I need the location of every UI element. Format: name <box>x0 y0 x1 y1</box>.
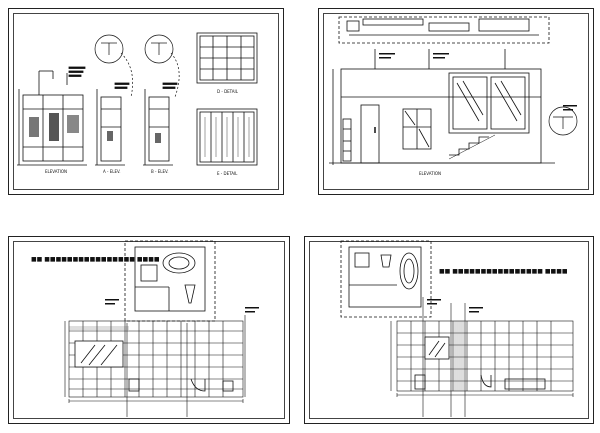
detail-callout-2 <box>144 34 180 98</box>
sheet-4-frame <box>309 241 589 419</box>
label-bars-2 <box>427 299 483 313</box>
annotation-leaders <box>379 53 449 59</box>
mirror <box>74 340 124 368</box>
elevation-label-main: ELEVATION <box>419 171 441 176</box>
drawing-sheet-4[interactable]: ■■ ■■■■■■■■■■■■■■■■ ■■■■ <box>304 236 594 424</box>
sheet-2-frame <box>323 13 589 190</box>
detail-label-d: D - DETAIL <box>217 89 239 94</box>
detail-callout-3 <box>548 105 578 136</box>
elevation-label-1: ELEVATION <box>45 169 67 174</box>
bathroom-plan <box>124 240 216 322</box>
elevation-label-b: B - ELEV. <box>151 169 169 174</box>
plan-strip <box>338 16 550 44</box>
detail-label-e: E - DETAIL <box>217 171 238 176</box>
dimension-line <box>64 321 244 403</box>
section-a-elevation <box>95 82 130 166</box>
fixtures <box>128 378 234 392</box>
window-grid-panel <box>196 32 258 84</box>
drawing-sheet-1[interactable]: ELEVATION A - ELEV. B - ELEV. <box>8 8 284 195</box>
sheet-4-note: ■■ ■■■■■■■■■■■■■■■■ ■■■■ <box>439 268 568 275</box>
detail-callout-1 <box>94 34 133 98</box>
sheet-1-frame <box>13 13 279 190</box>
drawing-sheet-3[interactable]: ■■ ■■■■■■■■■■■■■■■■ ■■■■ <box>8 236 290 424</box>
hatch-column <box>452 321 464 391</box>
sheet-2-drawing: ELEVATION <box>329 16 578 176</box>
hatch-band <box>69 326 129 330</box>
louver-panel <box>196 108 258 166</box>
dimension-line-2 <box>390 321 574 397</box>
sheet-1-drawing: ELEVATION A - ELEV. B - ELEV. <box>17 32 258 176</box>
leader-lines <box>126 315 246 417</box>
sheet-4-drawing: ■■ ■■■■■■■■■■■■■■■■ ■■■■ <box>340 240 574 417</box>
room-elevation <box>329 49 555 165</box>
sheet-3-drawing: ■■ ■■■■■■■■■■■■■■■■ ■■■■ <box>31 240 259 417</box>
leader-lines-2 <box>422 297 466 417</box>
elevation-label-a: A - ELEV. <box>103 169 121 174</box>
label-bars <box>105 299 259 313</box>
tile-wall-elevation-2 <box>396 320 574 392</box>
bathroom-plan-2 <box>340 240 432 318</box>
drawing-sheet-2[interactable]: ELEVATION <box>318 8 594 195</box>
wardrobe-elevation <box>17 66 87 166</box>
section-b-elevation <box>143 82 178 166</box>
sheet-3-frame <box>13 241 285 419</box>
mirror-2 <box>424 336 450 360</box>
fixtures-2 <box>414 374 546 390</box>
sheet-3-note: ■■ ■■■■■■■■■■■■■■■■ ■■■■ <box>31 256 160 263</box>
